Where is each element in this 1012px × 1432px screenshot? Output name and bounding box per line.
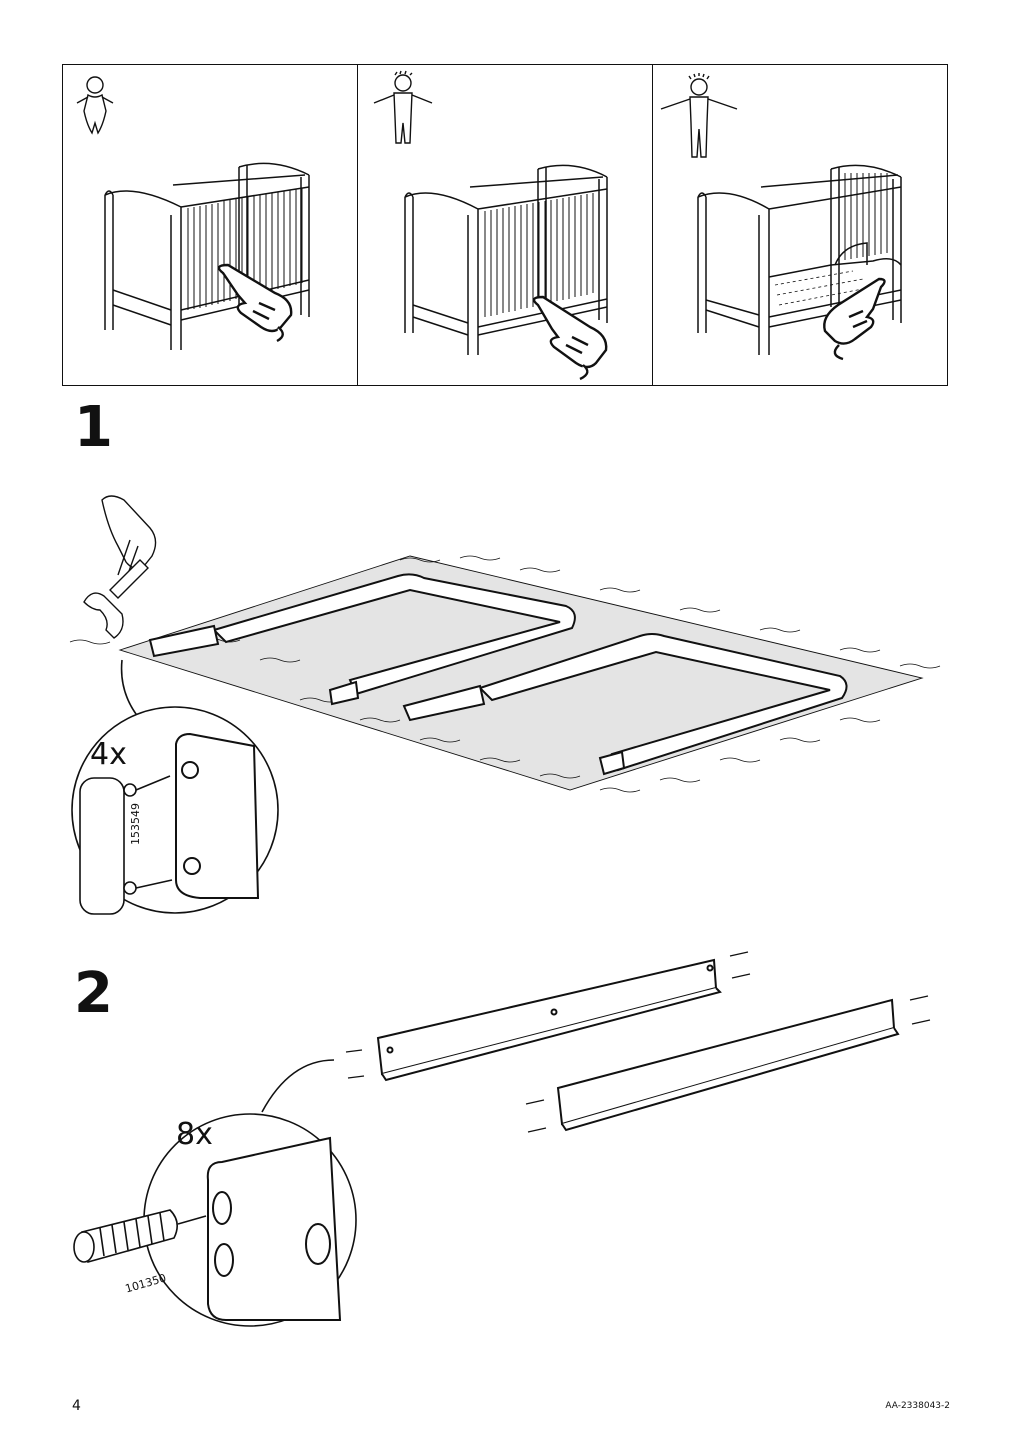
step-1-quantity: 4x [90, 737, 127, 772]
crib-illustration [404, 164, 608, 355]
toddler-icon [373, 70, 433, 144]
wooden-dowel-part [73, 1209, 207, 1264]
baby-icon [76, 76, 114, 135]
rail-end-block [175, 732, 260, 899]
pointing-hand-icon [217, 263, 293, 343]
panel-junior-bed-illustration [660, 73, 902, 361]
junior-bed-illustration [697, 164, 902, 355]
floor-texture [69, 555, 941, 793]
hand-with-hammer-icon [83, 495, 157, 639]
pointing-hand-icon [532, 295, 608, 381]
side-rail-upper [376, 958, 722, 1082]
panel-junior-bed [653, 65, 947, 385]
crib-configuration-panels [62, 64, 948, 386]
headboard-frame-2 [402, 633, 848, 776]
pointing-hand-icon [823, 277, 886, 361]
child-icon [660, 73, 738, 158]
headboard-frame-1 [148, 573, 576, 706]
crib-illustration [104, 162, 310, 350]
panel-baby-crib-illustration [76, 76, 310, 350]
panel-toddler-crib-illustration [373, 70, 608, 381]
dowels-group [345, 951, 931, 1133]
panel-toddler-crib [358, 65, 653, 385]
panel-baby-crib [63, 65, 358, 385]
side-rail-lower [556, 998, 900, 1132]
page-number: 4 [72, 1398, 81, 1414]
dowel-cap-part [79, 775, 173, 915]
step-1-number: 1 [74, 395, 113, 460]
step-2-number: 2 [74, 961, 113, 1026]
step-2-quantity: 8x [176, 1117, 213, 1152]
rail-end-block [206, 1136, 342, 1321]
document-code: AA-2338043-2 [885, 1401, 950, 1411]
